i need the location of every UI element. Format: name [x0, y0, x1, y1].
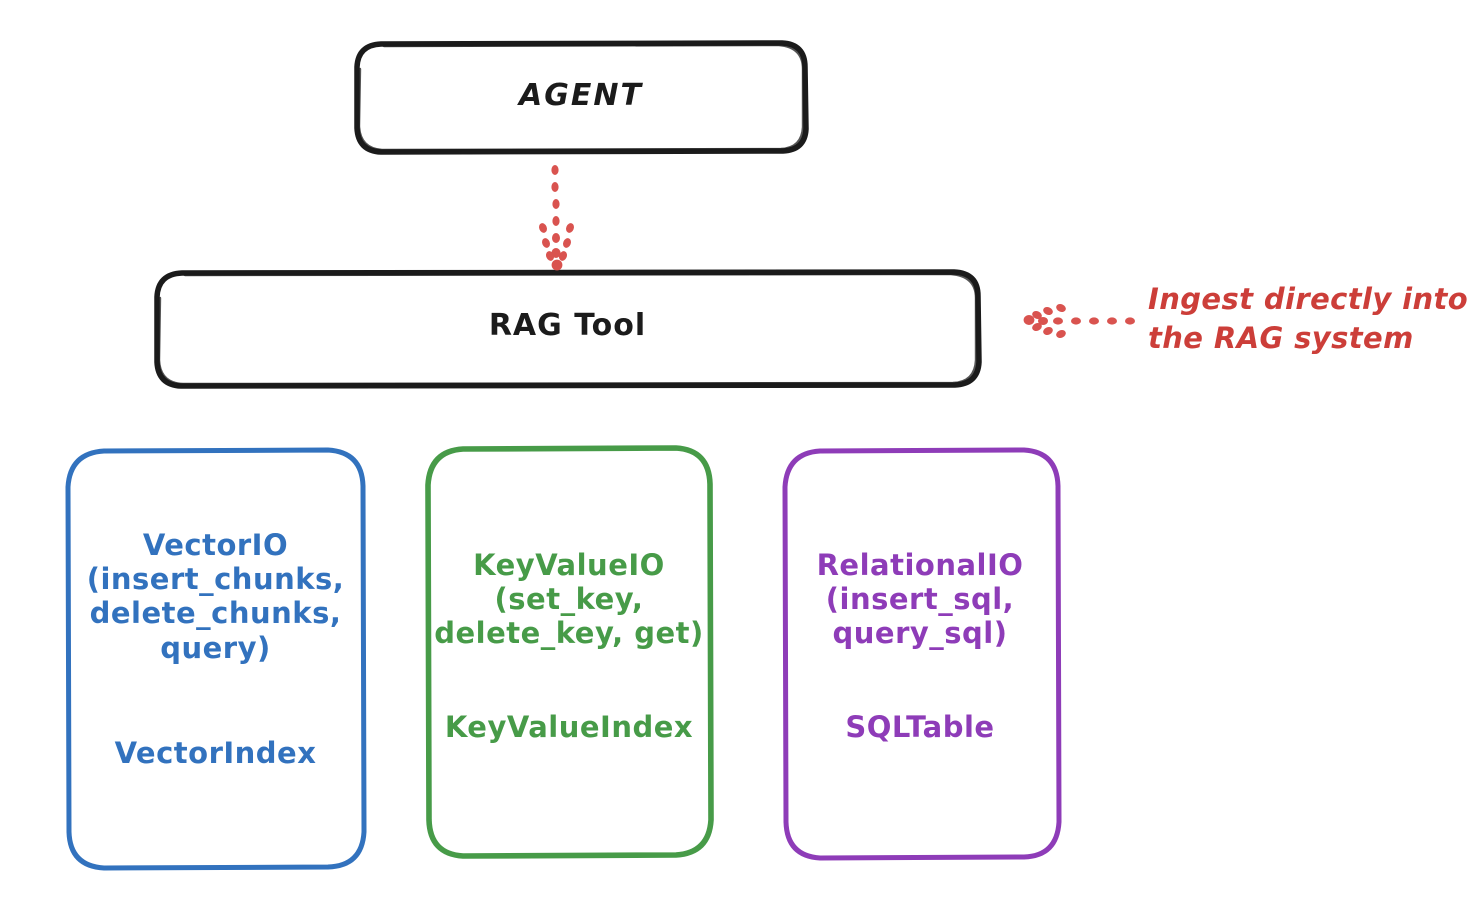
agent-box-sketch-overlay: [357, 43, 805, 152]
node-key-value-io[interactable]: [425, 445, 714, 859]
agent-box-outline: [354, 40, 809, 155]
rag-tool-box-sketch-overlay: [157, 272, 978, 386]
rag-tool-box-outline: [154, 269, 982, 389]
node-agent[interactable]: [354, 40, 809, 155]
node-relational-io[interactable]: [782, 447, 1062, 861]
key-value-io-box-outline: [425, 445, 714, 859]
relational-io-box-outline: [782, 447, 1062, 861]
connector-agent-to-rag-tool: [539, 165, 574, 271]
connector-ingest-to-rag-tool: [1023, 304, 1135, 338]
node-vector-io[interactable]: [65, 447, 367, 871]
vector-io-box-outline: [65, 447, 367, 871]
node-rag-tool[interactable]: [154, 269, 982, 389]
